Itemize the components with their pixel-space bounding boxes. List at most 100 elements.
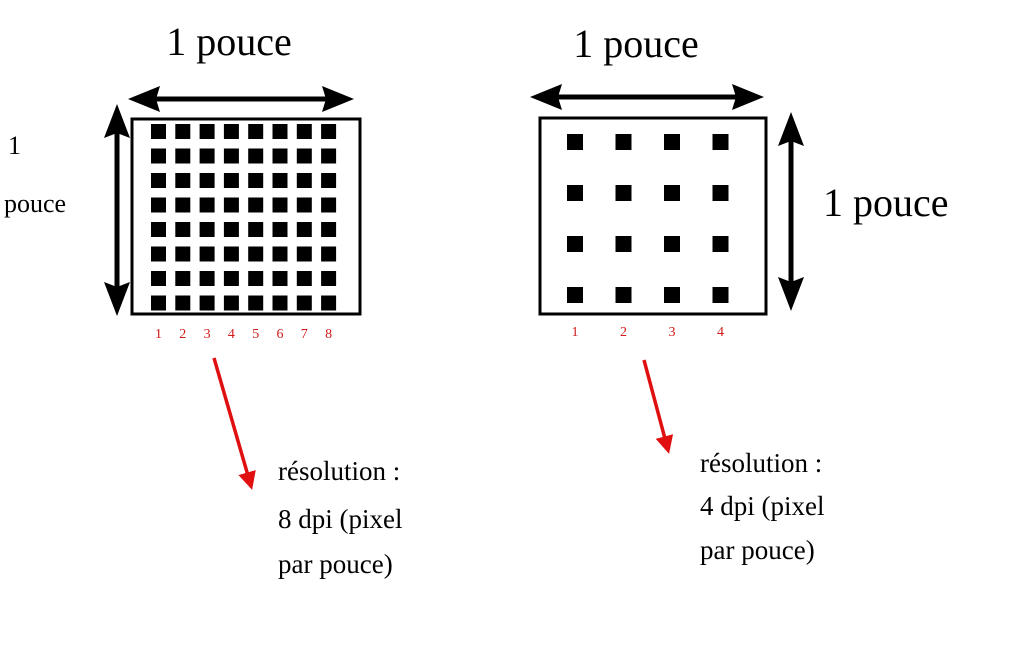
pixel-square: [272, 222, 288, 237]
pixel-square: [199, 222, 215, 237]
pixel-square: [272, 124, 288, 139]
pixel-square: [199, 148, 215, 164]
pixel-square: [223, 173, 239, 188]
pixel-square: [199, 246, 215, 262]
pixel-square: [151, 222, 166, 237]
pixel-square: [272, 295, 288, 311]
pixel-square: [615, 134, 632, 150]
right-square-frame: [538, 116, 768, 316]
right-resolution-line-2: 4 dpi (pixel: [700, 491, 824, 521]
pixel-square: [223, 222, 239, 237]
pixel-square: [664, 236, 680, 252]
pixel-square: [712, 185, 729, 201]
pixel-square: [321, 173, 337, 188]
pixel-square: [248, 222, 264, 237]
pixel-square: [199, 271, 215, 286]
pixel-square: [296, 295, 312, 311]
pixel-square: [151, 173, 166, 188]
pixel-square: [272, 271, 288, 286]
pixel-square: [296, 124, 312, 139]
pixel-square: [175, 295, 191, 311]
pixel-square: [199, 124, 215, 139]
pixel-square: [175, 124, 191, 139]
left-width-arrow: [128, 86, 354, 112]
column-number: 3: [204, 327, 211, 342]
pixel-square: [296, 271, 312, 286]
pixel-square: [296, 197, 312, 213]
column-number: 6: [277, 327, 284, 342]
pixel-square: [248, 173, 264, 188]
pixel-square: [272, 246, 288, 262]
pixel-square: [615, 287, 632, 303]
column-number: 2: [620, 325, 627, 340]
pixel-square: [272, 173, 288, 188]
pixel-square: [321, 246, 337, 262]
pixel-square: [151, 197, 166, 213]
pixel-square: [248, 148, 264, 164]
pixel-square: [296, 148, 312, 164]
pixel-square: [664, 134, 680, 150]
pixel-square: [272, 197, 288, 213]
column-number: 2: [179, 327, 186, 342]
pixel-square: [248, 124, 264, 139]
pixel-square: [321, 271, 337, 286]
pixel-square: [199, 197, 215, 213]
pixel-square: [248, 295, 264, 311]
pixel-square: [321, 148, 337, 164]
right-panel: 1 pouce 1 pouce 1 2 3 4 résolution : 4 dpi …: [530, 21, 949, 565]
left-pixel-grid: [151, 124, 337, 311]
right-resolution-text: résolution : 4 dpi (pixel par pouce): [700, 448, 824, 565]
pixel-square: [321, 222, 337, 237]
pixel-square: [567, 287, 583, 303]
pixel-square: [248, 246, 264, 262]
pixel-square: [175, 173, 191, 188]
pixel-square: [567, 134, 583, 150]
column-number: 4: [228, 327, 235, 342]
column-number: 3: [669, 325, 676, 340]
pixel-square: [151, 271, 166, 286]
column-number: 8: [325, 327, 332, 342]
left-side-label-1: 1: [8, 131, 21, 160]
pixel-square: [151, 246, 166, 262]
right-resolution-line-1: résolution :: [700, 448, 822, 478]
right-height-arrow: [778, 112, 804, 311]
pixel-square: [712, 287, 729, 303]
pixel-square: [151, 295, 166, 311]
column-number: 1: [572, 325, 579, 340]
pixel-square: [712, 236, 729, 252]
column-number: 1: [155, 327, 162, 342]
pixel-square: [199, 295, 215, 311]
right-column-numbers: 1 2 3 4: [572, 325, 725, 340]
pixel-square: [223, 271, 239, 286]
left-resolution-line-2: 8 dpi (pixel: [278, 504, 402, 534]
pixel-square: [615, 185, 632, 201]
left-resolution-text: résolution : 8 dpi (pixel par pouce): [278, 456, 402, 579]
left-height-arrow: [104, 104, 130, 316]
right-side-label: 1 pouce: [823, 180, 949, 225]
pixel-square: [223, 295, 239, 311]
pixel-square: [664, 287, 680, 303]
right-width-arrow: [530, 84, 764, 110]
pixel-square: [151, 124, 166, 139]
right-resolution-line-3: par pouce): [700, 535, 815, 565]
left-side-label-2: pouce: [4, 189, 66, 218]
column-number: 4: [717, 325, 724, 340]
pixel-square: [223, 124, 239, 139]
pixel-square: [175, 246, 191, 262]
pixel-square: [664, 185, 680, 201]
pixel-square: [615, 236, 632, 252]
pixel-square: [175, 148, 191, 164]
right-top-label: 1 pouce: [573, 21, 699, 66]
pixel-square: [321, 197, 337, 213]
pixel-square: [151, 148, 166, 164]
pixel-square: [272, 148, 288, 164]
pixel-square: [248, 271, 264, 286]
pixel-square: [321, 124, 337, 139]
pixel-square: [223, 197, 239, 213]
column-number: 7: [301, 327, 308, 342]
pixel-square: [567, 185, 583, 201]
pixel-square: [296, 173, 312, 188]
